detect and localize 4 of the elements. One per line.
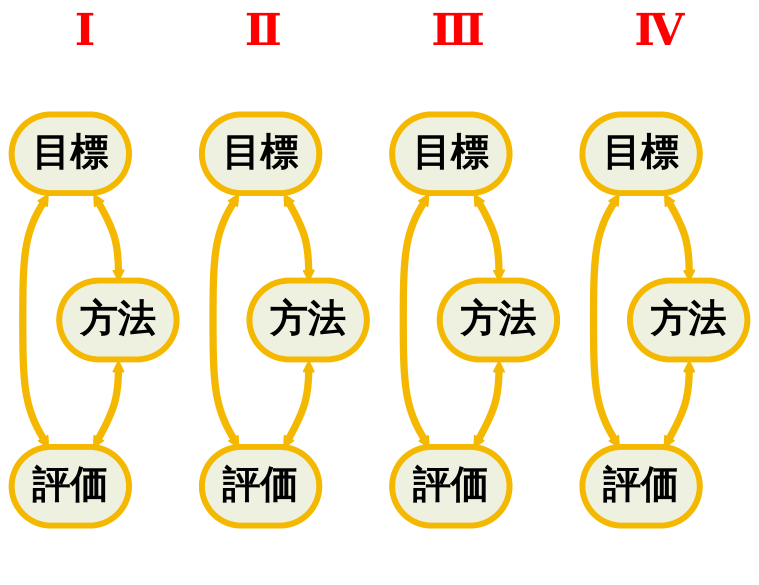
roman-numeral: Ⅲ xyxy=(431,4,485,56)
roman-numeral: Ⅱ xyxy=(244,4,282,56)
roman-numeral: Ⅳ xyxy=(634,4,684,56)
roman-numeral: Ⅰ xyxy=(74,4,96,56)
